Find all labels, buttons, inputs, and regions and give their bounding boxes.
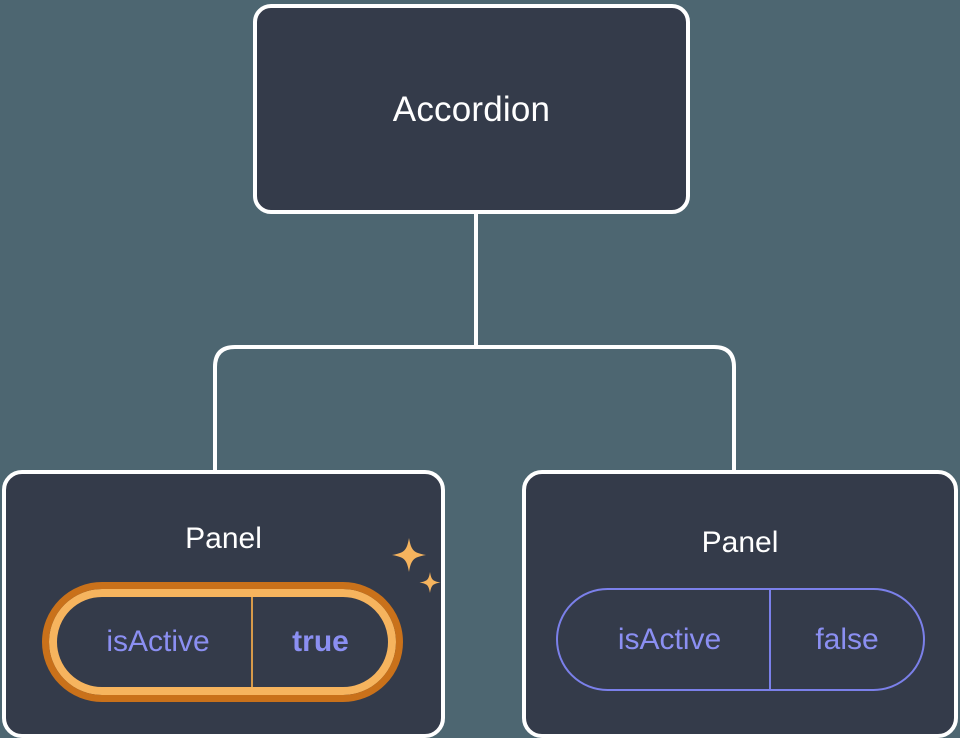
- prop-pill-isactive-false[interactable]: isActive false: [556, 588, 925, 691]
- node-accordion[interactable]: Accordion: [253, 4, 690, 214]
- connector-branch: [213, 345, 736, 470]
- prop-pill-isactive-true[interactable]: isActive true: [42, 582, 403, 702]
- node-panel-active-label: Panel: [185, 522, 262, 555]
- prop-value-label: true: [292, 625, 349, 658]
- node-accordion-label: Accordion: [392, 89, 551, 129]
- node-panel-inactive-label: Panel: [701, 526, 779, 559]
- prop-key-label: isActive: [617, 622, 722, 656]
- prop-divider: [251, 597, 253, 687]
- prop-pill-body: isActive false: [556, 588, 925, 691]
- prop-key-label: isActive: [106, 625, 210, 658]
- prop-value-label: false: [815, 622, 879, 656]
- prop-pill-highlight-body: isActive true: [42, 582, 403, 702]
- prop-divider: [769, 590, 771, 689]
